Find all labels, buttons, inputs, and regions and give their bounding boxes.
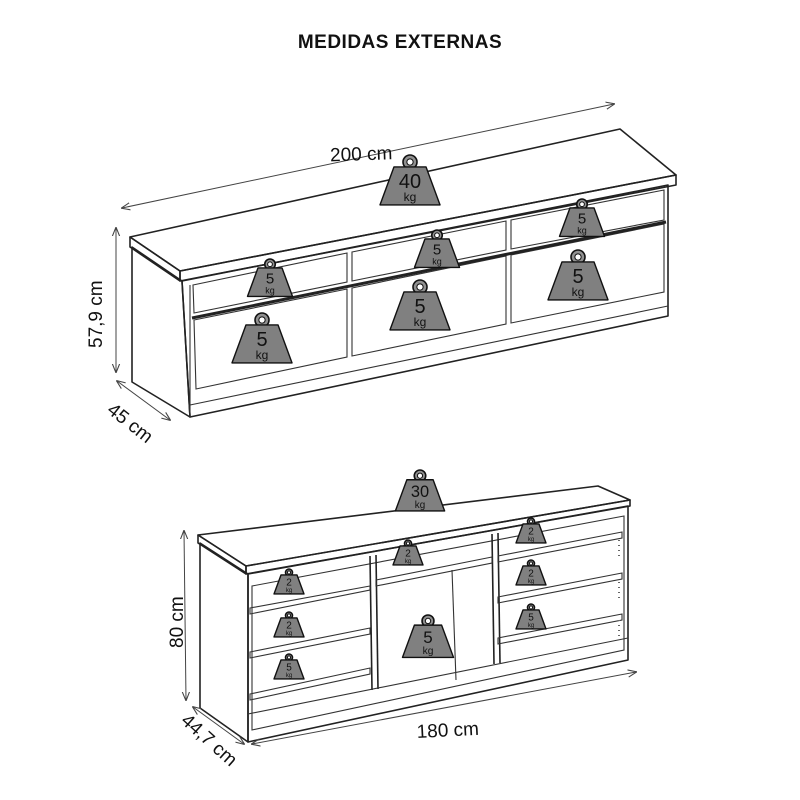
rack-width-label: 200 cm — [330, 143, 393, 166]
bookcase-compartment-weight-icon: 2kg — [273, 568, 305, 595]
weight-unit: kg — [528, 623, 534, 629]
weight-unit: kg — [528, 537, 534, 543]
weight-value: 5 — [423, 628, 432, 647]
bookcase-compartment-weight-icon: 5kg — [515, 603, 547, 630]
weight-unit: kg — [405, 559, 411, 565]
bookcase-compartment-weight-icon: 5kg — [273, 653, 305, 680]
rack-depth-dimension-line — [117, 381, 170, 420]
weight-value: 40 — [399, 171, 421, 193]
rack-drawer-weight-icon: 5kg — [558, 198, 606, 238]
bookcase-height-label: 80 cm — [167, 596, 188, 648]
bookcase-front-frame — [247, 505, 629, 743]
weight-value: 2 — [528, 568, 534, 579]
bookcase-compartment-weight-icon: 2kg — [273, 611, 305, 638]
bookcase-width-dimension-line — [252, 672, 636, 744]
rack-height-label: 57,9 cm — [86, 280, 107, 348]
bookcase-top-edge — [245, 499, 631, 575]
tv-rack-drawing — [129, 128, 677, 418]
weight-body-icon — [246, 267, 294, 298]
weight-value: 5 — [286, 662, 292, 673]
weight-value: 5 — [256, 329, 267, 351]
bookcase-height-dimension-line — [184, 531, 186, 700]
page-title: MEDIDAS EXTERNAS — [297, 32, 503, 53]
weight-body-icon — [547, 261, 609, 301]
weight-value: 30 — [411, 483, 429, 501]
rack-drawer-top-left — [192, 252, 348, 314]
weight-body-icon — [394, 479, 446, 512]
bookcase-width-label: 180 cm — [416, 719, 479, 743]
rack-drawer-weight-icon: 5kg — [389, 279, 451, 331]
weight-value: 5 — [433, 242, 441, 259]
weight-value: 5 — [266, 271, 274, 288]
weight-value: 5 — [414, 296, 425, 318]
weight-body-icon — [515, 523, 547, 544]
bookcase-depth-dimension-line — [193, 707, 244, 744]
weight-body-icon — [273, 617, 305, 638]
weight-markers: 40kg5kg5kg5kg5kg5kg5kg30kg2kg2kg5kg2kg5k… — [231, 154, 609, 680]
rack-drawer-weight-icon: 5kg — [231, 312, 293, 364]
bookcase-drawing — [197, 485, 631, 743]
rack-drawer-bottom-left — [193, 288, 348, 390]
weight-body-icon — [231, 324, 293, 364]
rack-drawer-bottom-right — [510, 223, 665, 324]
weight-body-icon — [392, 545, 424, 566]
weight-unit: kg — [572, 285, 585, 299]
weight-unit: kg — [423, 646, 434, 657]
rack-depth-label: 45 cm — [103, 399, 157, 447]
weight-body-icon — [558, 207, 606, 238]
weight-value: 2 — [286, 577, 292, 588]
weight-value: 5 — [572, 266, 583, 288]
weight-value: 5 — [528, 612, 534, 623]
bookcase-compartment-weight-icon: 5kg — [401, 614, 455, 659]
bookcase-depth-label: 44,7 cm — [177, 710, 241, 771]
rack-drawer-top-center — [351, 220, 507, 282]
weight-body-icon — [389, 291, 451, 331]
weight-body-icon — [515, 609, 547, 630]
rack-width-dimension-line — [122, 104, 614, 208]
weight-body-icon — [273, 659, 305, 680]
rack-drawer-weight-icon: 5kg — [246, 258, 294, 298]
weight-unit: kg — [577, 226, 587, 236]
weight-unit: kg — [286, 631, 292, 637]
rack-drawer-weight-icon: 5kg — [547, 249, 609, 301]
rack-front — [181, 184, 669, 418]
weight-unit: kg — [286, 673, 292, 679]
weight-unit: kg — [414, 315, 427, 329]
bookcase-compartment-weight-icon: 2kg — [515, 517, 547, 544]
weight-value: 2 — [528, 526, 534, 537]
weight-unit: kg — [528, 579, 534, 585]
weight-body-icon — [379, 166, 441, 206]
weight-unit: kg — [432, 257, 442, 267]
weight-unit: kg — [265, 286, 275, 296]
weight-body-icon — [413, 238, 461, 269]
rack-dimensions: 200 cm 57,9 cm 45 cm — [86, 104, 614, 448]
weight-value: 2 — [286, 620, 292, 631]
weight-body-icon — [273, 574, 305, 595]
weight-unit: kg — [256, 348, 269, 362]
weight-unit: kg — [415, 500, 425, 511]
bookcase-compartment-weight-icon: 2kg — [515, 559, 547, 586]
bookcase-left-side — [199, 542, 249, 743]
weight-value: 2 — [405, 548, 411, 559]
weight-unit: kg — [404, 190, 417, 204]
weight-unit: kg — [286, 588, 292, 594]
weight-body-icon — [515, 565, 547, 586]
bookcase-compartment-weight-icon: 2kg — [392, 539, 424, 566]
weight-body-icon — [401, 624, 455, 659]
weight-value: 5 — [578, 211, 586, 228]
rack-left-side — [131, 246, 191, 418]
rack-drawer-weight-icon: 5kg — [413, 229, 461, 269]
